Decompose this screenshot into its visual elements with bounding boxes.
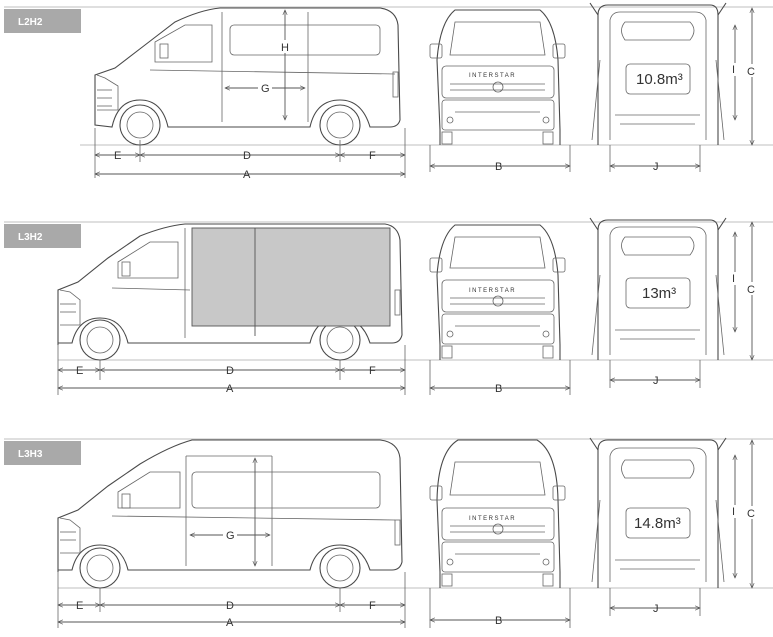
cargo-volume: 10.8m³ xyxy=(636,71,683,88)
dim-label-c: C xyxy=(747,66,755,78)
dim-label-d: D xyxy=(243,150,251,162)
dim-label-g: G xyxy=(261,83,270,95)
tag-badge xyxy=(4,441,81,465)
dim-label-j: J xyxy=(653,161,659,173)
dim-label-a: A xyxy=(243,169,251,181)
cargo-volume: 13m³ xyxy=(642,285,676,302)
tag-label: L3H3 xyxy=(18,449,43,460)
tag-label: L3H2 xyxy=(18,232,43,243)
dim-label-j: J xyxy=(653,603,659,615)
dim-label-b: B xyxy=(495,161,502,173)
brand-text: INTERSTAR xyxy=(469,73,516,79)
dim-label-d: D xyxy=(226,365,234,377)
dim-label-i: I xyxy=(732,506,735,518)
side-view-van xyxy=(57,223,403,361)
rear-view-van: 14.8m³ xyxy=(589,437,727,588)
side-view-van xyxy=(94,7,401,146)
dim-label-j: J xyxy=(653,375,659,387)
dim-label-f: F xyxy=(369,365,376,377)
dim-label-a: A xyxy=(226,383,234,395)
side-view-van xyxy=(57,439,403,589)
dim-label-i: I xyxy=(732,64,735,76)
front-view-van: INTERSTAR xyxy=(429,9,566,145)
rear-view-van: 10.8m³ xyxy=(589,2,727,145)
dim-label-b: B xyxy=(495,383,502,395)
dim-label-c: C xyxy=(747,284,755,296)
row-l3h3: L3H3 G E xyxy=(4,437,773,629)
tag-label: L2H2 xyxy=(18,17,43,28)
dim-label-f: F xyxy=(369,600,376,612)
rear-view-van: 13m³ xyxy=(589,217,727,360)
dim-label-e: E xyxy=(76,365,83,377)
front-view-van: INTERSTAR xyxy=(429,439,566,588)
cargo-area-highlight xyxy=(191,227,391,327)
dim-label-h: H xyxy=(281,42,289,54)
dim-label-g: G xyxy=(226,530,235,542)
front-view-van: INTERSTAR xyxy=(429,224,566,360)
tag-badge xyxy=(4,9,81,33)
dim-label-d: D xyxy=(226,600,234,612)
dim-label-c: C xyxy=(747,508,755,520)
dim-label-e: E xyxy=(76,600,83,612)
dim-label-e: E xyxy=(114,150,121,162)
tag-badge xyxy=(4,224,81,248)
dim-label-f: F xyxy=(369,150,376,162)
dim-label-i: I xyxy=(732,273,735,285)
cargo-volume: 14.8m³ xyxy=(634,515,681,532)
row-l2h2: L2H2 G H xyxy=(4,2,773,181)
dim-label-a: A xyxy=(226,617,234,629)
brand-text: INTERSTAR xyxy=(469,516,516,522)
brand-text: INTERSTAR xyxy=(469,288,516,294)
dim-label-b: B xyxy=(495,615,502,627)
row-l3h2: L3H2 E D F A xyxy=(4,217,773,395)
